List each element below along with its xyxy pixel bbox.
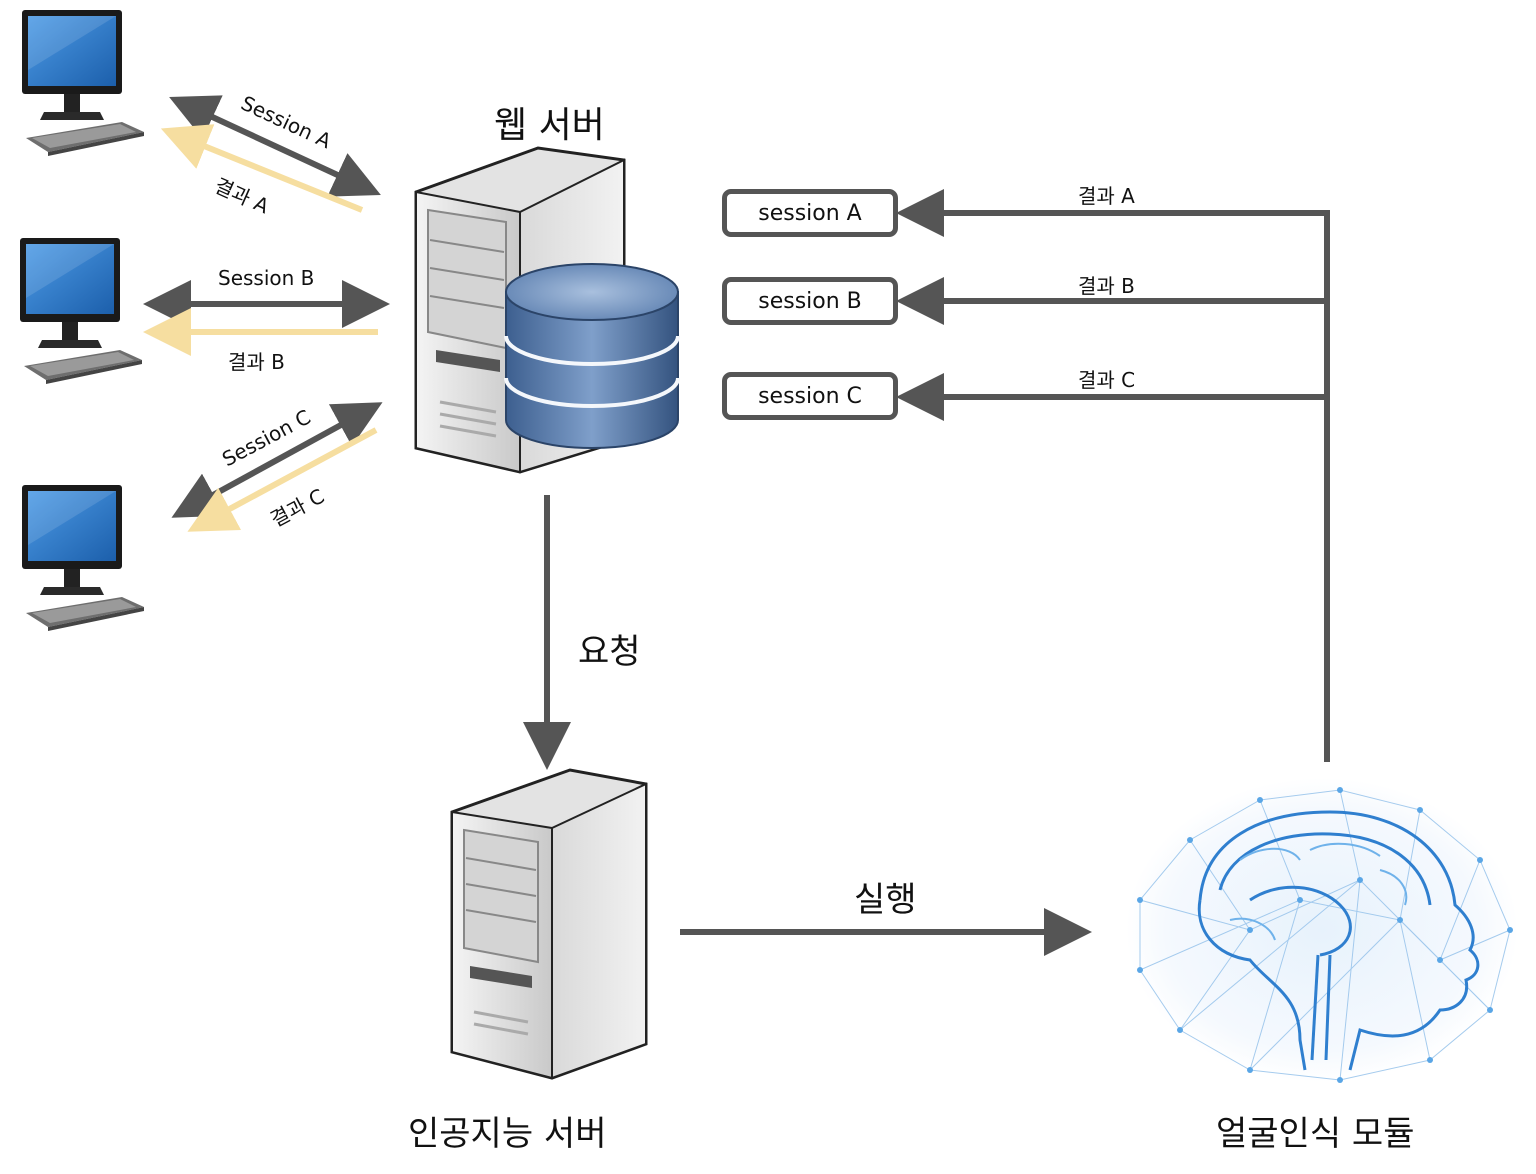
return-result-b-label: 결과 B (1078, 274, 1135, 298)
return-result-c-label: 결과 C (1078, 368, 1136, 392)
brain-network-icon (1126, 778, 1518, 1083)
return-result-a-label: 결과 A (1078, 184, 1135, 208)
client-computer-icon (20, 238, 142, 384)
web-server-title: 웹 서버 (494, 105, 605, 146)
ai-server-title: 인공지능 서버 (408, 1114, 607, 1154)
session-c-box: session C (722, 372, 898, 420)
client-computer-icon (22, 485, 144, 631)
database-icon (504, 263, 680, 449)
execute-label: 실행 (854, 880, 917, 920)
request-label: 요청 (578, 632, 641, 672)
session-a-arrow (169, 95, 381, 197)
client-computer-icon (22, 10, 144, 156)
result-routing-lines (896, 189, 1330, 762)
session-b-label: Session B (218, 266, 315, 290)
result-a-arrow (160, 124, 364, 213)
ai-server-icon (450, 768, 648, 1080)
session-a-box: session A (722, 189, 898, 237)
result-c-arrow (187, 427, 378, 532)
result-b-label: 결과 B (228, 350, 285, 374)
face-module-title: 얼굴인식 모듈 (1216, 1114, 1415, 1154)
session-b-box: session B (722, 277, 898, 325)
